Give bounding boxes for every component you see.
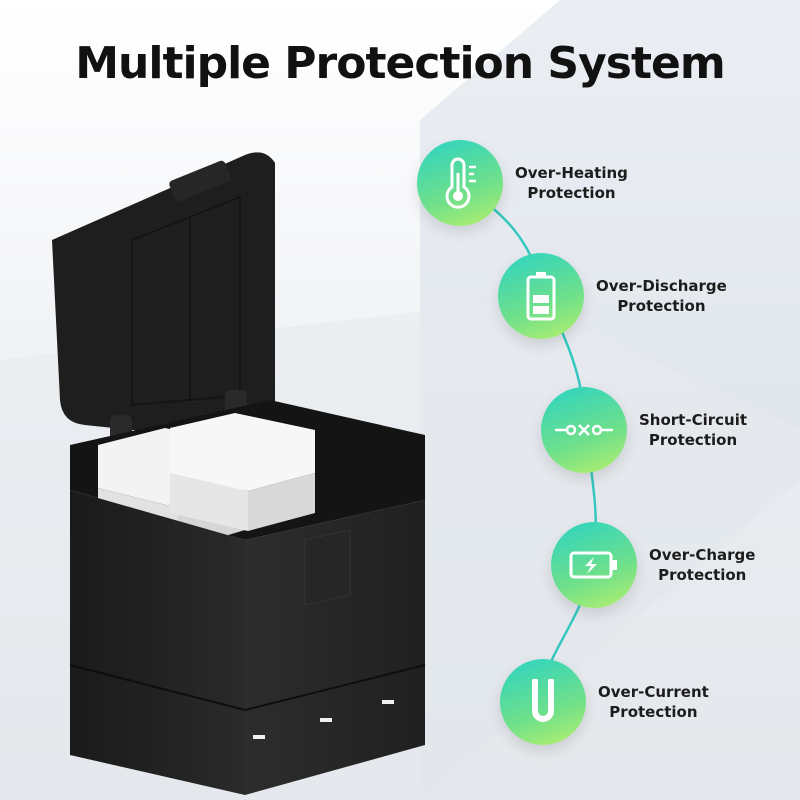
feature-label-line2: Protection bbox=[527, 184, 616, 202]
feature-label: Over-Heating Protection bbox=[515, 163, 628, 203]
feature-over-charge: Over-Charge Protection bbox=[551, 522, 755, 608]
feature-label-line2: Protection bbox=[609, 703, 698, 721]
feature-over-discharge: Over-Discharge Protection bbox=[498, 253, 727, 339]
feature-label-line2: Protection bbox=[648, 431, 738, 449]
feature-short-circuit: Short-Circuit Protection bbox=[541, 387, 747, 473]
feature-label-line1: Over-Discharge bbox=[596, 277, 727, 295]
feature-icon-circle bbox=[551, 522, 637, 608]
feature-label-line2: Protection bbox=[658, 566, 747, 584]
feature-label-line1: Short-Circuit bbox=[639, 411, 748, 429]
battery-charging-icon bbox=[569, 551, 617, 579]
feature-label-line1: Over-Heating bbox=[515, 164, 628, 182]
feature-icon-circle bbox=[541, 387, 627, 473]
feature-icon-circle bbox=[498, 253, 584, 339]
feature-label-line1: Over-Current bbox=[598, 683, 709, 701]
feature-label: Over-Current Protection bbox=[598, 682, 709, 722]
thermometer-icon bbox=[445, 157, 476, 209]
feature-label: Over-Charge Protection bbox=[649, 545, 755, 585]
feature-label: Short-Circuit Protection bbox=[639, 410, 747, 450]
feature-label-line1: Over-Charge bbox=[649, 546, 756, 564]
charging-case-image bbox=[52, 152, 426, 795]
feature-label: Over-Discharge Protection bbox=[596, 276, 727, 316]
feature-label-line2: Protection bbox=[617, 297, 706, 315]
feature-over-current: Over-Current Protection bbox=[500, 659, 709, 745]
circuit-switch-icon bbox=[555, 424, 613, 436]
u-shape-icon bbox=[532, 679, 554, 722]
feature-icon-circle bbox=[417, 140, 503, 226]
battery-icon bbox=[526, 272, 556, 321]
page-title: Multiple Protection System bbox=[75, 38, 725, 89]
feature-over-heating: Over-Heating Protection bbox=[417, 140, 628, 226]
feature-icon-circle bbox=[500, 659, 586, 745]
